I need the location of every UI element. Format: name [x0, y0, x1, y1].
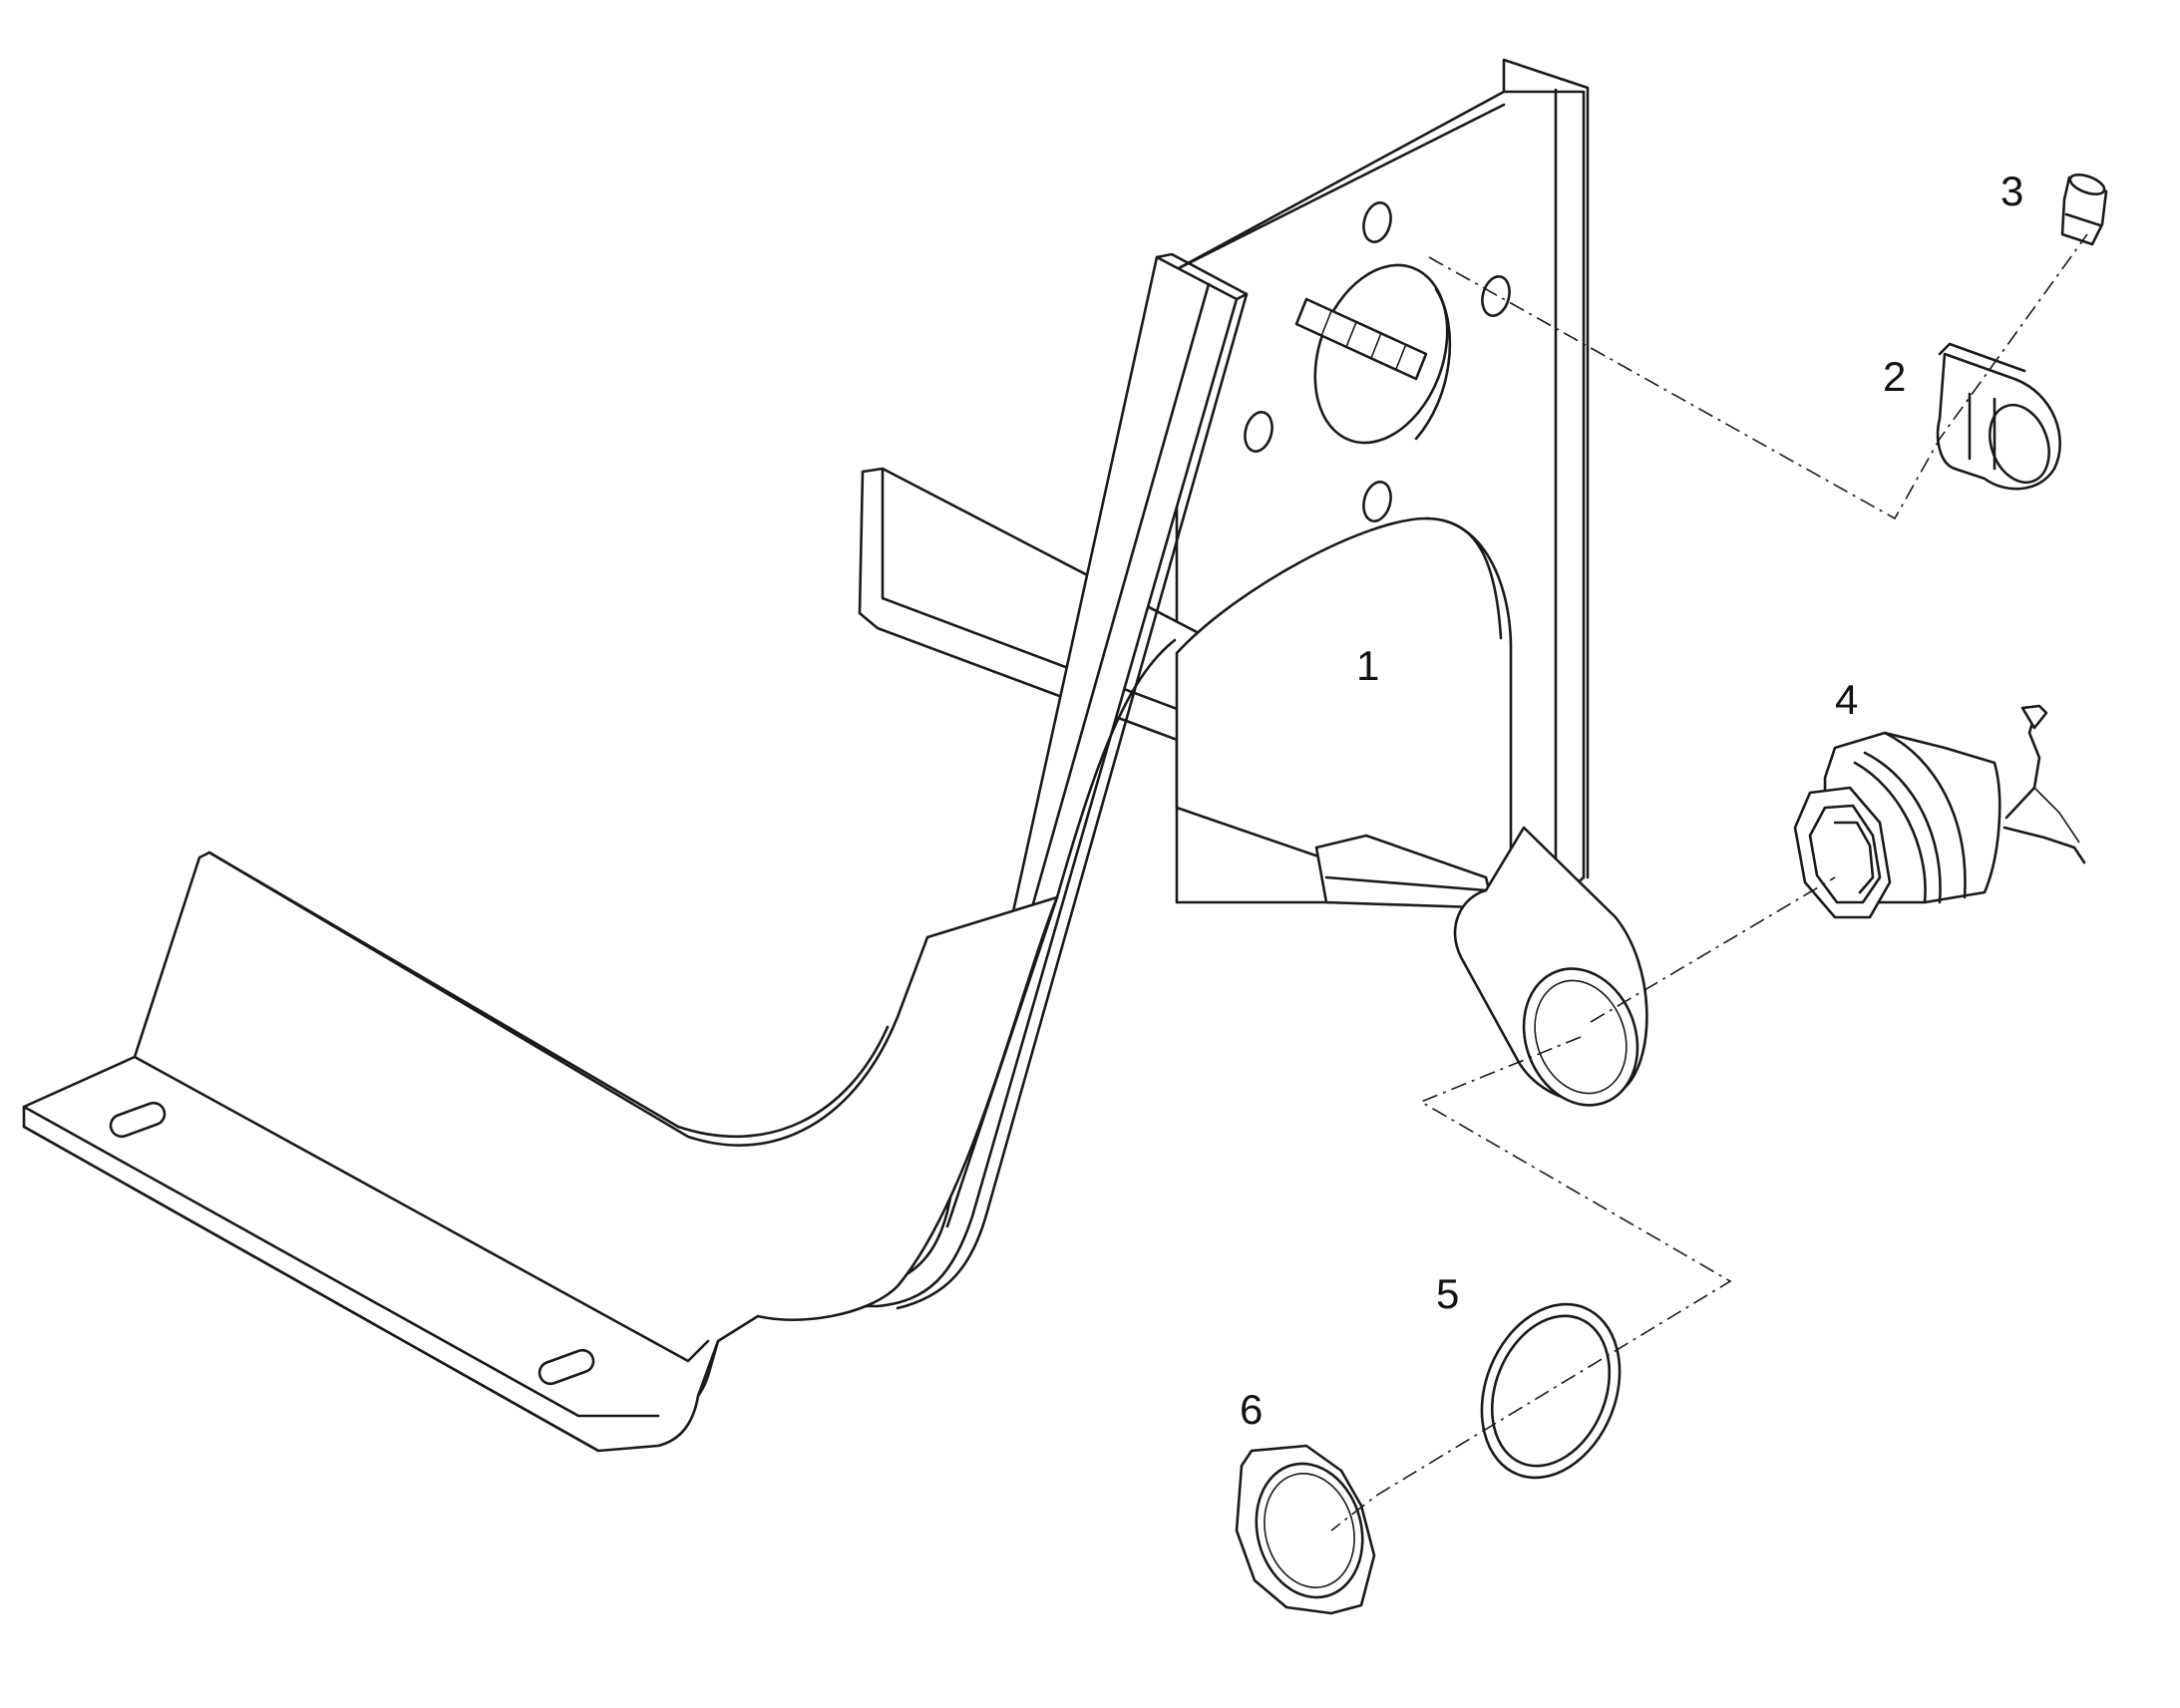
- callout-4: 4: [1835, 676, 1858, 723]
- assembly-center-lines: [1330, 233, 2088, 1532]
- callout-2: 2: [1883, 353, 1906, 400]
- clamp-part: [1936, 342, 2062, 491]
- callout-6: 6: [1240, 1386, 1263, 1433]
- connector-part: [1793, 704, 2086, 919]
- bracket-assembly: [22, 58, 1648, 1453]
- washer-part: [1480, 1302, 1622, 1480]
- callout-5: 5: [1436, 1270, 1459, 1317]
- callout-1: 1: [1356, 642, 1379, 689]
- screw-part: [2060, 172, 2108, 246]
- callout-3: 3: [2000, 168, 2023, 214]
- hex-nut-part: [1235, 1444, 1376, 1615]
